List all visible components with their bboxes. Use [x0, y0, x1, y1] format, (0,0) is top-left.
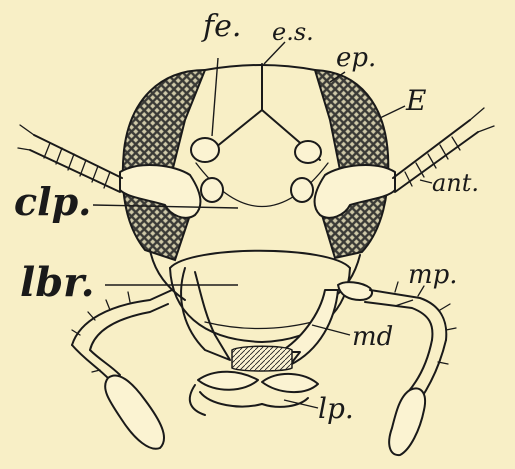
compound-eye-right	[315, 70, 388, 258]
labial-palps	[190, 372, 318, 415]
label-lp: lp.	[318, 392, 354, 425]
label-md: md	[352, 322, 393, 352]
label-fe: fe.	[201, 9, 241, 44]
label-lbr: lbr.	[20, 259, 95, 306]
label-mp: mp.	[408, 260, 458, 290]
label-es: e.s.	[272, 18, 314, 46]
label-E: E	[405, 84, 426, 117]
maxillary-palp-right	[338, 282, 456, 455]
label-clp: clp.	[14, 179, 91, 224]
label-ep: ep.	[336, 43, 376, 73]
label-ant: ant.	[432, 169, 479, 197]
maxillae-tip	[232, 346, 292, 371]
maxillary-palp-left	[72, 290, 172, 449]
